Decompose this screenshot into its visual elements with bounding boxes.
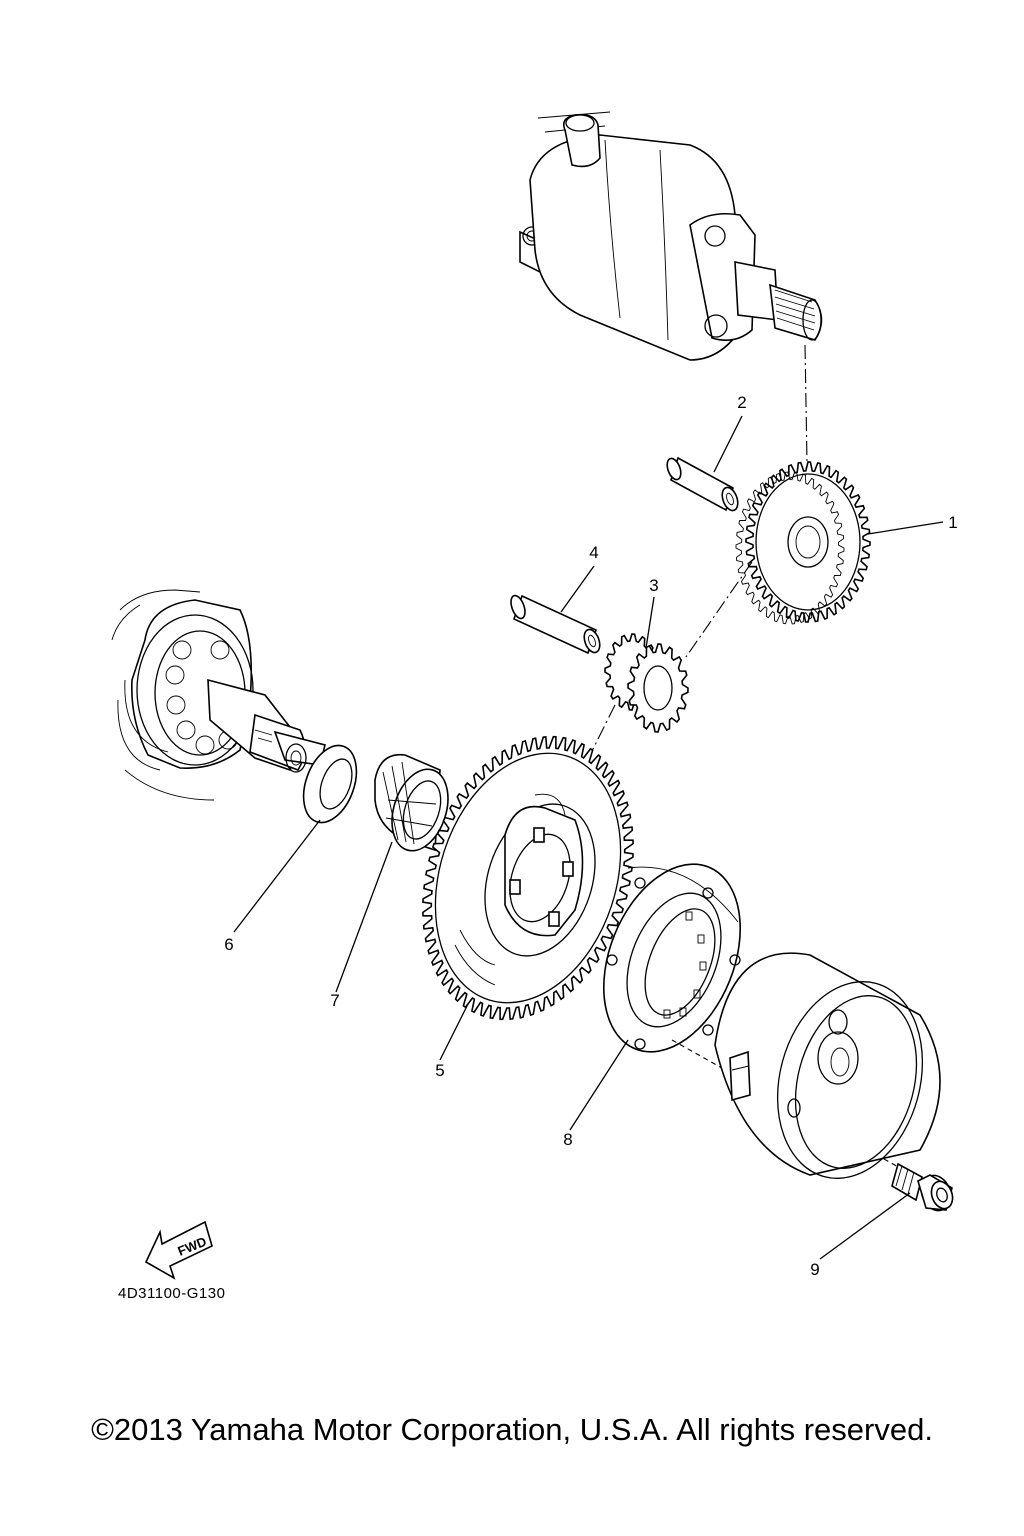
part-1-idle-gear [735,461,871,625]
copyright-notice: ©2013 Yamaha Motor Corporation, U.S.A. A… [91,1412,933,1447]
label-part-8: 8 [563,1130,572,1149]
flywheel-rotor [714,952,941,1179]
part-6-washer [302,744,358,824]
starter-motor [519,111,823,361]
label-part-4: 4 [589,543,598,562]
crankshaft-assembly [111,589,326,801]
figure-code: 4D31100-G130 [118,1285,225,1302]
part-8-starter-clutch [602,863,742,1053]
label-part-5: 5 [435,1061,444,1080]
part-2-pin [666,456,739,512]
label-part-7: 7 [330,991,339,1010]
part-9-bolt [891,1162,954,1212]
label-part-9: 9 [810,1260,819,1279]
leader-lines [233,415,944,1260]
part-5-starter-wheel-gear [422,735,634,1021]
label-part-6: 6 [224,935,233,954]
label-part-1: 1 [948,513,957,532]
label-part-2: 2 [737,393,746,412]
fwd-arrow-icon: FWD [144,1220,213,1280]
label-part-3: 3 [649,576,658,595]
part-7-needle-bearing [374,753,449,852]
part-4-pin [510,594,601,655]
part-3-double-gear [604,633,689,733]
